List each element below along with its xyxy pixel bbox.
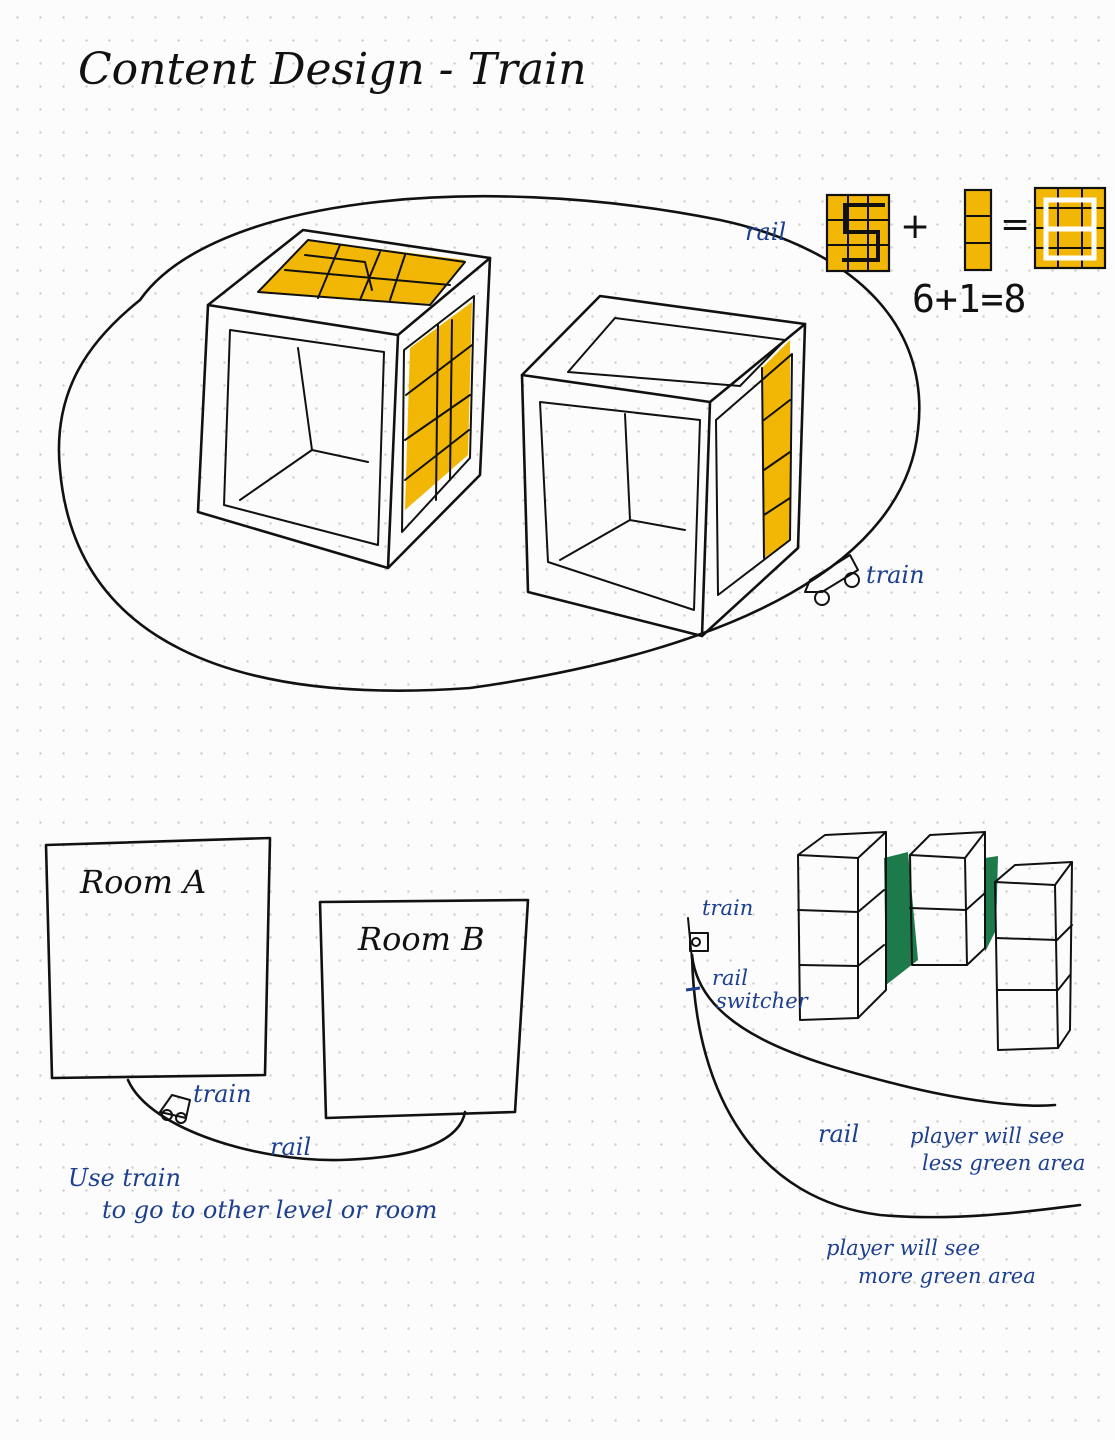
equation: + = 6+1=8 [825,186,1107,321]
left-cube-outline [196,228,492,570]
inner-rail [690,953,1057,1107]
right-block-column [994,861,1073,1051]
less-green-line1: player will see [910,1124,1064,1148]
rooms-note-line1: Use train [68,1164,181,1192]
rooms-diagram: Room A Room B train rail Use train to go… [44,836,530,1224]
room-b-box [318,898,530,1120]
room-a-label: Room A [79,863,206,901]
right-cube-outline [520,294,807,638]
block-one [963,188,993,272]
rooms-train-icon [159,1094,191,1124]
rooms-rail [126,1078,467,1162]
equals-sign: = [1000,204,1030,245]
switcher-label-line1: rail [712,966,748,990]
switcher-marker [685,986,701,992]
green-area-left [884,852,918,985]
perspective-rail-label: rail [818,1120,859,1148]
right-cube [520,294,807,638]
middle-block-column [909,831,986,966]
rooms-rail-label: rail [270,1133,311,1161]
rooms-train-label: train [193,1080,252,1108]
green-area-right [985,856,998,952]
equation-text: 6+1=8 [912,277,1026,321]
top-train-icon [804,554,860,606]
top-diagram: train rail + = 6+1=8 [57,186,1107,692]
plus-sign: + [900,206,930,247]
top-rail-label: rail [745,218,786,246]
top-train-label: train [866,561,925,589]
left-block-column [797,831,887,1021]
room-a-box [44,836,272,1080]
more-green-line1: player will see [826,1236,980,1260]
rooms-note-line2: to go to other level or room [102,1196,437,1224]
less-green-line2: less green area [922,1151,1085,1175]
yellow-column [762,340,790,558]
room-b-label: Room B [357,920,485,958]
left-cube [196,228,492,570]
yellow-side-panel [405,302,472,510]
more-green-line2: more green area [858,1264,1036,1288]
perspective-diagram: train rail switcher rail player will see… [685,831,1085,1288]
outer-rail [690,953,1082,1219]
perspective-train-icon [689,932,709,952]
switcher-label-line2: switcher [716,989,810,1013]
perspective-train-label: train [702,896,753,920]
page-title: Content Design - Train [78,44,587,95]
